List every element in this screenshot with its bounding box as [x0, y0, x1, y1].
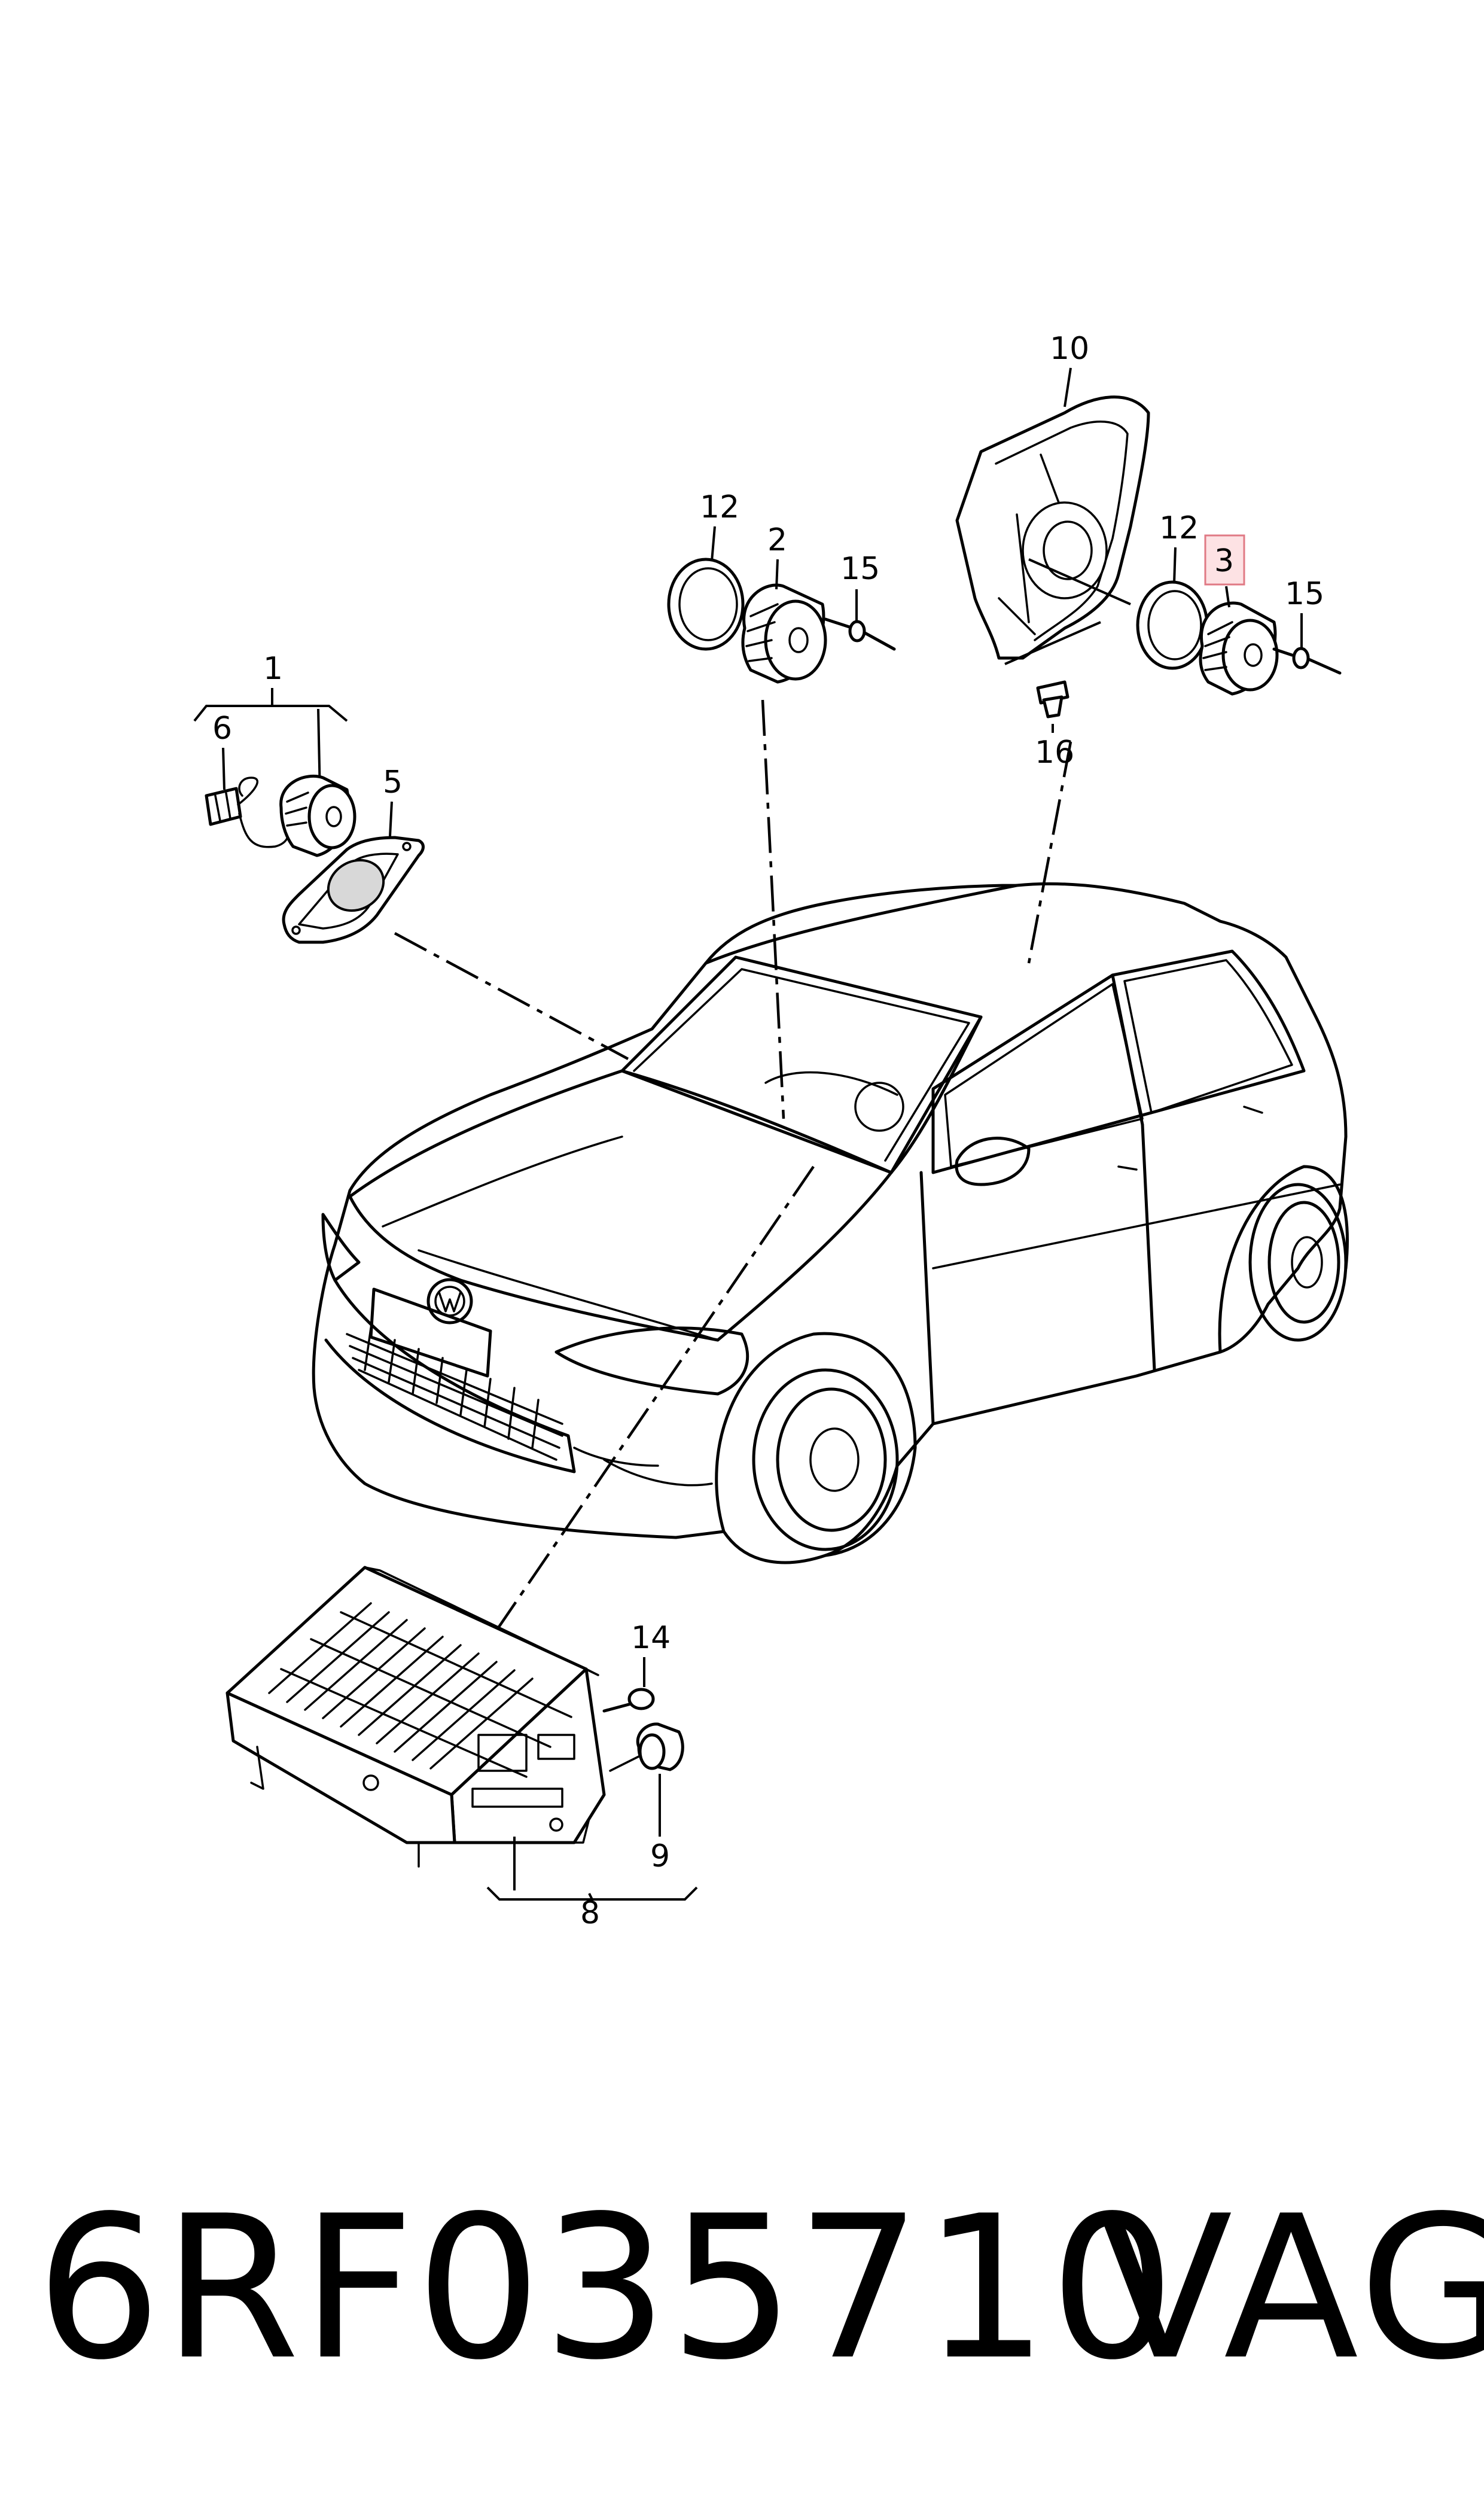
callout-5: 5	[383, 765, 403, 800]
part-number: 6RF035710	[36, 2173, 1177, 2403]
part-screw-left	[824, 617, 896, 651]
callout-15a: 15	[840, 551, 880, 587]
callout-15b: 15	[1285, 576, 1324, 612]
callout-10: 10	[1050, 331, 1089, 367]
part-clip-16	[1036, 680, 1069, 718]
part-screw-right	[1272, 647, 1342, 675]
vw-logo-emblem	[426, 1278, 473, 1325]
part-speaker-grille-5	[282, 836, 425, 944]
callout-2: 2	[767, 522, 787, 558]
rear-wheel	[1218, 1165, 1349, 1354]
part-connector-6	[205, 777, 290, 848]
part-bolt-14	[602, 1688, 655, 1713]
part-rubber-mount-9	[609, 1722, 684, 1772]
part-radio-unit-8	[226, 1566, 606, 1868]
grille	[346, 1327, 563, 1461]
part-tweeter-2	[741, 583, 827, 684]
assembly-leader-lines	[394, 699, 1072, 1640]
callout-3: 3	[1214, 543, 1234, 579]
part-seal-ring-right	[1136, 580, 1209, 670]
vent-grid	[268, 1602, 572, 1778]
callout-1: 1	[263, 651, 283, 687]
part-tweeter-3	[1199, 601, 1279, 696]
callout-16: 16	[1035, 735, 1074, 771]
part-speaker-1	[279, 774, 356, 857]
callout-9: 9	[650, 1838, 670, 1874]
callout-12a: 12	[700, 489, 739, 525]
front-wheel	[715, 1332, 917, 1557]
part-door-trim-panel	[955, 395, 1150, 665]
car-outline	[312, 882, 1349, 1564]
callout-6: 6	[212, 711, 232, 747]
part-seal-ring-left	[667, 558, 745, 651]
callout-14: 14	[631, 1620, 671, 1656]
callout-3-highlight[interactable]: 3	[1204, 534, 1245, 586]
callout-12b: 12	[1159, 510, 1199, 546]
callout-8: 8	[580, 1895, 600, 1931]
brand-name: VAG	[1098, 2173, 1484, 2403]
